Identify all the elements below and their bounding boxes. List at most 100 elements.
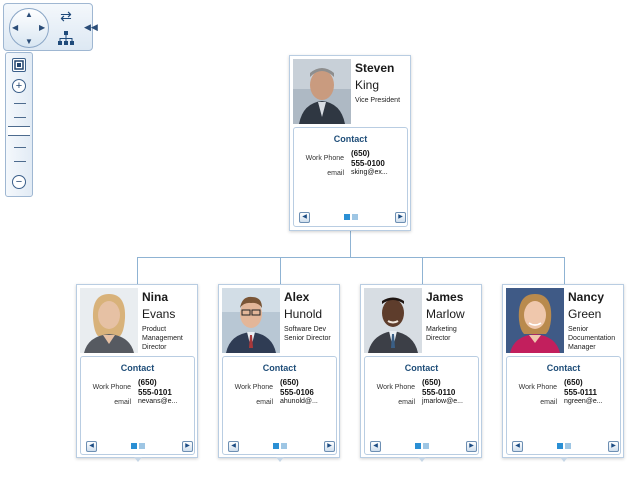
contact-panel: Contact Work Phone (650) 555-0106 email … bbox=[222, 356, 337, 455]
employee-card[interactable]: Steven King Vice President Contact Work … bbox=[289, 55, 411, 231]
refresh-button[interactable]: ⇄ bbox=[55, 7, 77, 25]
prev-page-button[interactable]: ◀ bbox=[86, 441, 97, 452]
next-page-button[interactable]: ▶ bbox=[466, 441, 477, 452]
chevron-right-icon: ▶ bbox=[185, 443, 190, 449]
contact-header: Contact bbox=[81, 363, 194, 373]
chevron-left-icon: ◀ bbox=[231, 443, 236, 449]
next-page-button[interactable]: ▶ bbox=[608, 441, 619, 452]
job-title: Marketing Director bbox=[426, 325, 481, 343]
prev-page-button[interactable]: ◀ bbox=[512, 441, 523, 452]
collapse-icon[interactable]: ◀◀ bbox=[84, 22, 98, 33]
page-dot-active[interactable] bbox=[557, 443, 563, 449]
next-page-button[interactable]: ▶ bbox=[182, 441, 193, 452]
phone-area: (650) bbox=[280, 378, 299, 388]
avatar-image bbox=[364, 288, 422, 353]
phone-area: (650) bbox=[138, 378, 157, 388]
contact-header: Contact bbox=[294, 134, 407, 144]
zoom-slider-thumb[interactable] bbox=[8, 126, 30, 136]
page-dot-active[interactable] bbox=[415, 443, 421, 449]
card-tail bbox=[134, 457, 142, 462]
card-tail bbox=[276, 457, 284, 462]
org-layout-button[interactable] bbox=[55, 29, 77, 47]
last-name: Marlow bbox=[426, 307, 465, 321]
fit-to-screen-button[interactable] bbox=[12, 58, 26, 72]
page-dot-active[interactable] bbox=[344, 214, 350, 220]
job-title: Senior Documentation Manager bbox=[568, 325, 623, 352]
pan-left-icon[interactable]: ◀ bbox=[12, 24, 18, 32]
first-name: Nina bbox=[142, 290, 168, 304]
work-phone-label: Work Phone bbox=[296, 155, 344, 162]
first-name: James bbox=[426, 290, 463, 304]
chevron-right-icon: ▶ bbox=[327, 443, 332, 449]
last-name: Green bbox=[568, 307, 601, 321]
org-chart-icon bbox=[58, 31, 74, 45]
next-page-button[interactable]: ▶ bbox=[324, 441, 335, 452]
page-dot[interactable] bbox=[281, 443, 287, 449]
connector-line bbox=[137, 257, 565, 258]
pan-control[interactable]: ▲ ▼ ◀ ▶ bbox=[9, 8, 49, 48]
connector-line bbox=[280, 257, 281, 284]
page-dot[interactable] bbox=[352, 214, 358, 220]
pan-down-icon[interactable]: ▼ bbox=[25, 38, 33, 46]
refresh-icon: ⇄ bbox=[60, 8, 72, 25]
avatar bbox=[222, 288, 280, 353]
email-label: email bbox=[83, 399, 131, 406]
chevron-left-icon: ◀ bbox=[302, 214, 307, 220]
email-value[interactable]: ngreen@e... bbox=[564, 398, 603, 405]
connector-line bbox=[137, 257, 138, 284]
connector-line bbox=[564, 257, 565, 284]
zoom-in-button[interactable]: + bbox=[12, 79, 26, 93]
employee-card[interactable]: James Marlow Marketing Director Contact … bbox=[360, 284, 482, 458]
work-phone-label: Work Phone bbox=[225, 384, 273, 391]
zoom-tick bbox=[14, 147, 26, 148]
zoom-out-icon: − bbox=[16, 177, 22, 188]
pan-up-icon[interactable]: ▲ bbox=[25, 11, 33, 19]
contact-panel: Contact Work Phone (650) 555-0111 email … bbox=[506, 356, 621, 455]
email-label: email bbox=[367, 399, 415, 406]
chevron-right-icon: ▶ bbox=[398, 214, 403, 220]
page-dot-active[interactable] bbox=[273, 443, 279, 449]
card-tail bbox=[560, 457, 568, 462]
phone-number: 555-0101 bbox=[138, 388, 172, 398]
avatar-image bbox=[293, 59, 351, 124]
next-page-button[interactable]: ▶ bbox=[395, 212, 406, 223]
last-name: Hunold bbox=[284, 307, 322, 321]
avatar-image bbox=[506, 288, 564, 353]
job-title: Software Dev Senior Director bbox=[284, 325, 339, 343]
last-name: Evans bbox=[142, 307, 175, 321]
job-title: Vice President bbox=[355, 96, 410, 105]
fit-to-screen-icon bbox=[14, 60, 24, 70]
zoom-out-button[interactable]: − bbox=[12, 175, 26, 189]
avatar bbox=[293, 59, 351, 124]
employee-card[interactable]: Nina Evans Product Management Director C… bbox=[76, 284, 198, 458]
prev-page-button[interactable]: ◀ bbox=[299, 212, 310, 223]
page-dot[interactable] bbox=[565, 443, 571, 449]
email-value[interactable]: jmarlow@e... bbox=[422, 398, 463, 405]
contact-header: Contact bbox=[507, 363, 620, 373]
avatar bbox=[80, 288, 138, 353]
phone-number: 555-0111 bbox=[564, 388, 597, 398]
prev-page-button[interactable]: ◀ bbox=[228, 441, 239, 452]
first-name: Steven bbox=[355, 61, 394, 75]
employee-card[interactable]: Nancy Green Senior Documentation Manager… bbox=[502, 284, 624, 458]
page-dot[interactable] bbox=[423, 443, 429, 449]
phone-area: (650) bbox=[564, 378, 583, 388]
prev-page-button[interactable]: ◀ bbox=[370, 441, 381, 452]
email-value[interactable]: sking@ex... bbox=[351, 169, 388, 176]
email-value[interactable]: ahunold@... bbox=[280, 398, 318, 405]
pan-right-icon[interactable]: ▶ bbox=[39, 24, 45, 32]
email-label: email bbox=[509, 399, 557, 406]
chevron-right-icon: ▶ bbox=[611, 443, 616, 449]
email-value[interactable]: nevans@e... bbox=[138, 398, 177, 405]
contact-header: Contact bbox=[365, 363, 478, 373]
page-dot[interactable] bbox=[139, 443, 145, 449]
chevron-left-icon: ◀ bbox=[373, 443, 378, 449]
phone-number: 555-0106 bbox=[280, 388, 314, 398]
work-phone-label: Work Phone bbox=[509, 384, 557, 391]
employee-card[interactable]: Alex Hunold Software Dev Senior Director… bbox=[218, 284, 340, 458]
contact-header: Contact bbox=[223, 363, 336, 373]
chevron-left-icon: ◀ bbox=[89, 443, 94, 449]
contact-panel: Contact Work Phone (650) 555-0101 email … bbox=[80, 356, 195, 455]
page-dot-active[interactable] bbox=[131, 443, 137, 449]
zoom-tick bbox=[14, 161, 26, 162]
